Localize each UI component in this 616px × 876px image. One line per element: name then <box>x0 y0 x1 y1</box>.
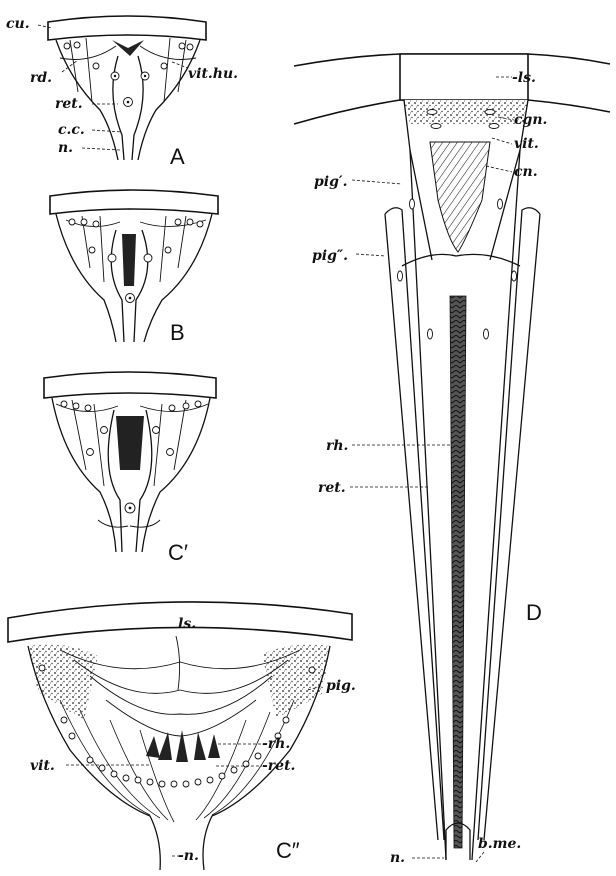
label-cgn-d: cgn. <box>514 112 547 128</box>
panel-b: B <box>50 190 218 345</box>
label-rd-a: rd. <box>30 70 52 86</box>
panel-c1: C′ <box>44 372 216 565</box>
label-pig1-d: pig′. <box>314 174 347 190</box>
cornea-gen-cells-d <box>404 100 528 124</box>
panel-letter-c1: C′ <box>168 540 188 565</box>
label-pig-c2: pig. <box>326 678 356 694</box>
panel-d: -ls. cgn. vit. cn. pig′. pig″. rh. ret. … <box>294 54 610 866</box>
label-pig2-d: pig″. <box>312 248 348 264</box>
label-ret-c2: -ret. <box>262 758 295 774</box>
lens-b <box>50 190 218 214</box>
label-n-c2: -n. <box>178 848 199 864</box>
label-rh-d: rh. <box>326 438 348 454</box>
panel-letter-d: D <box>526 600 542 625</box>
label-cn-d: cn. <box>514 164 538 180</box>
panel-letter-c2: C″ <box>276 838 300 863</box>
label-n-a: n. <box>58 140 73 156</box>
rhabdomere-fan-c2 <box>146 730 220 762</box>
label-vithu-a: vit.hu. <box>188 66 238 82</box>
label-cu-a: cu. <box>6 16 30 32</box>
crystalline-cells-c2 <box>60 636 300 736</box>
panel-c2: ls. pig. vit. -rh. -ret. -n. C″ <box>8 602 356 870</box>
rhabdom-c1 <box>116 416 144 470</box>
rhabdom-tip-a <box>112 40 144 56</box>
label-vit-d: vit. <box>514 136 539 152</box>
pigment-tops-d <box>402 254 520 266</box>
label-vit-c2: vit. <box>30 758 55 774</box>
label-ret-a: ret. <box>55 96 83 112</box>
pigment-right-c2 <box>262 644 330 718</box>
retinula-a <box>113 56 143 160</box>
label-ret-d: ret. <box>318 480 346 496</box>
cone-d <box>430 142 490 252</box>
crystalline-cells-b <box>66 216 206 282</box>
label-cc-a: c.c. <box>58 122 85 138</box>
label-rh-c2: -rh. <box>262 736 290 752</box>
crystalline-cells-a <box>60 38 196 102</box>
lens-c1 <box>44 372 216 398</box>
label-n-d: n. <box>390 850 405 866</box>
label-bme-d: b.me. <box>478 836 521 852</box>
panel-a: cu. rd. vit.hu. ret. c.c. n. A <box>6 16 238 169</box>
rhabdom-d <box>450 296 466 848</box>
lens-a <box>48 16 206 40</box>
rhabdom-b <box>122 234 136 286</box>
panel-letter-b: B <box>170 320 185 345</box>
label-ls-c2: ls. <box>178 616 196 632</box>
label-ls-d: -ls. <box>512 70 536 86</box>
panel-letter-a: A <box>170 144 185 169</box>
